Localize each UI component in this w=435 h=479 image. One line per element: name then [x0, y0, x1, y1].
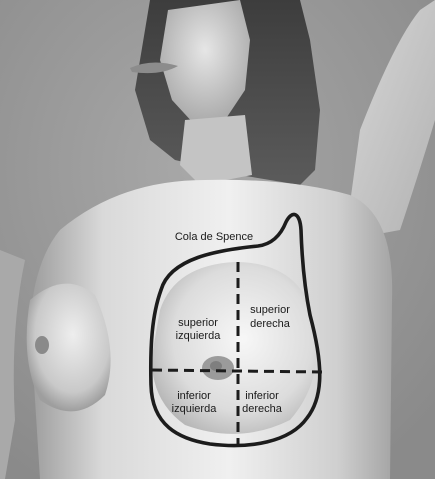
label-superior-izquierda-line2: izquierda — [176, 330, 222, 342]
label-superior-derecha-line1: superior — [250, 304, 290, 316]
label-superior-derecha-line2: derecha — [250, 318, 291, 330]
left-nipple — [35, 336, 49, 354]
label-inferior-derecha-line2: derecha — [242, 403, 283, 415]
horizontal-divider — [152, 370, 322, 372]
label-superior-izquierda-line1: superior — [178, 317, 218, 329]
label-cola-de-spence: Cola de Spence — [175, 231, 253, 243]
label-inferior-izquierda-line2: izquierda — [172, 403, 218, 415]
label-inferior-derecha-line1: inferior — [245, 390, 279, 402]
neck — [180, 115, 252, 185]
label-inferior-izquierda-line1: inferior — [177, 390, 211, 402]
